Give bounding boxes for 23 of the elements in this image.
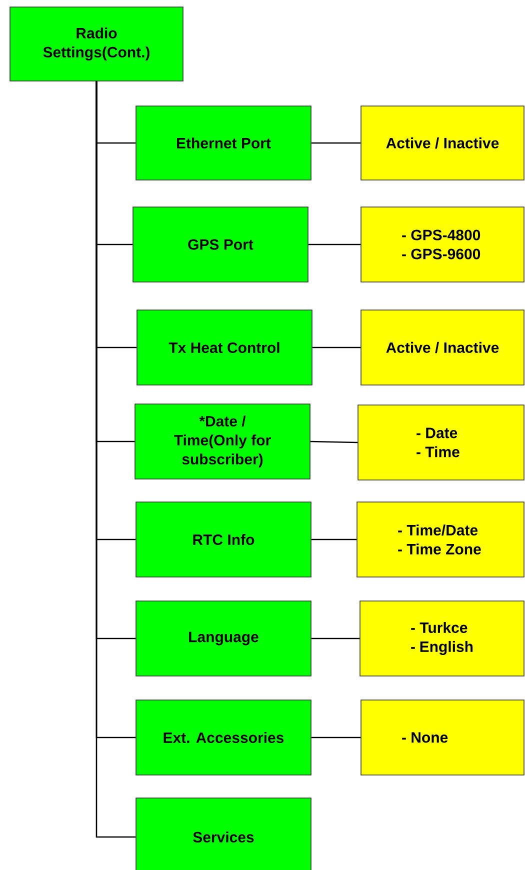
option-box: - Time/Date - Time Zone xyxy=(356,502,524,578)
setting-box: Tx Heat Control xyxy=(136,310,312,386)
connector-line xyxy=(311,638,360,640)
setting-box: Ethernet Port xyxy=(136,106,312,180)
connector-line xyxy=(312,346,361,348)
option-box: Active / Inactive xyxy=(360,310,524,386)
option-box: - Date - Time xyxy=(358,404,524,480)
option-box: - None xyxy=(360,700,524,776)
connector-line xyxy=(308,244,361,246)
connector-line xyxy=(310,440,358,444)
setting-box: Services xyxy=(136,798,312,870)
option-box: - GPS-4800 - GPS-9600 xyxy=(360,206,524,282)
option-box: - Turkce - English xyxy=(360,600,524,676)
connector-line xyxy=(311,736,361,738)
setting-box: RTC Info xyxy=(136,502,312,578)
option-box: Active / Inactive xyxy=(360,106,524,180)
connector-line xyxy=(311,538,357,540)
setting-box: Language xyxy=(136,600,312,676)
setting-box: *Date / Time(Only for subscriber) xyxy=(134,404,310,480)
setting-box: Radio Settings(Cont.) xyxy=(10,6,184,82)
setting-box: Ext. Accessories xyxy=(136,700,312,776)
setting-box: GPS Port xyxy=(132,206,308,282)
connector-line xyxy=(311,142,361,144)
